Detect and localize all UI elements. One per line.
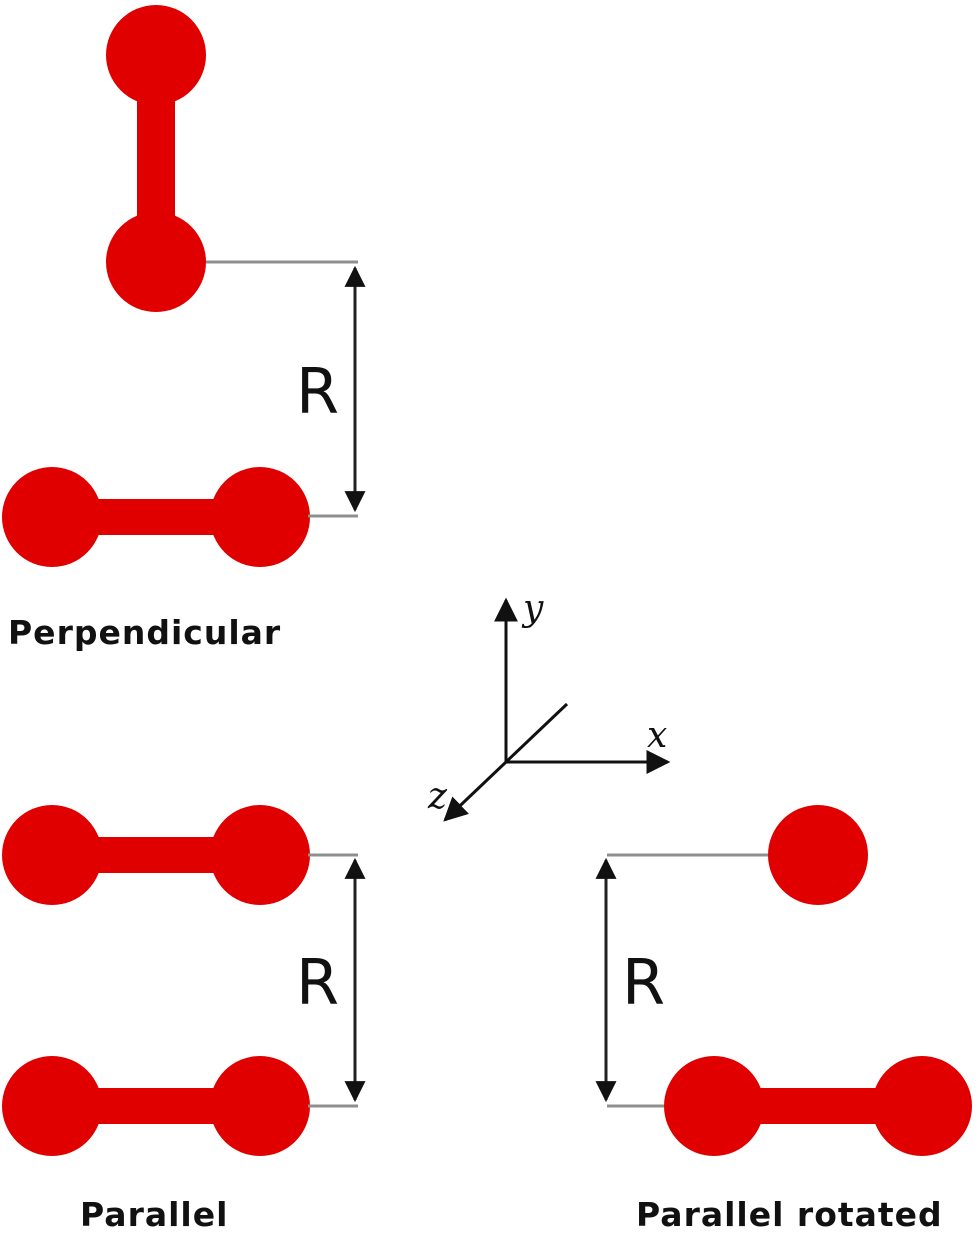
coordinate-axes: y x z xyxy=(427,588,671,822)
separation-label: R xyxy=(296,355,339,428)
vertical-dimer xyxy=(106,5,206,312)
caption-parallel: Parallel xyxy=(80,1195,228,1233)
caption-parallel-rotated: Parallel rotated xyxy=(636,1195,943,1233)
atom xyxy=(2,1056,102,1156)
perpendicular-configuration: R Perpendicular xyxy=(2,5,366,652)
lower-dimer xyxy=(2,1056,310,1156)
atom xyxy=(106,212,206,312)
atom xyxy=(106,5,206,105)
atom xyxy=(872,1056,972,1156)
upper-dimer xyxy=(2,805,310,905)
atom xyxy=(2,805,102,905)
z-axis-back xyxy=(504,702,569,764)
parallel-configuration: R Parallel xyxy=(2,805,366,1233)
caption-perpendicular: Perpendicular xyxy=(8,613,281,652)
atom xyxy=(2,467,102,567)
atom xyxy=(210,1056,310,1156)
separation-label: R xyxy=(622,946,665,1019)
horizontal-dimer xyxy=(2,467,310,567)
x-axis-label: x xyxy=(647,715,667,756)
lower-dimer xyxy=(664,1056,972,1156)
y-axis-label: y xyxy=(521,588,544,629)
parallel-rotated-configuration: R Parallel rotated xyxy=(595,805,972,1233)
end-on-dimer xyxy=(768,805,868,905)
separation-label: R xyxy=(296,946,339,1019)
atom xyxy=(664,1056,764,1156)
atom xyxy=(210,805,310,905)
atom xyxy=(210,467,310,567)
z-axis-label: z xyxy=(427,776,448,817)
z-axis xyxy=(443,760,508,822)
